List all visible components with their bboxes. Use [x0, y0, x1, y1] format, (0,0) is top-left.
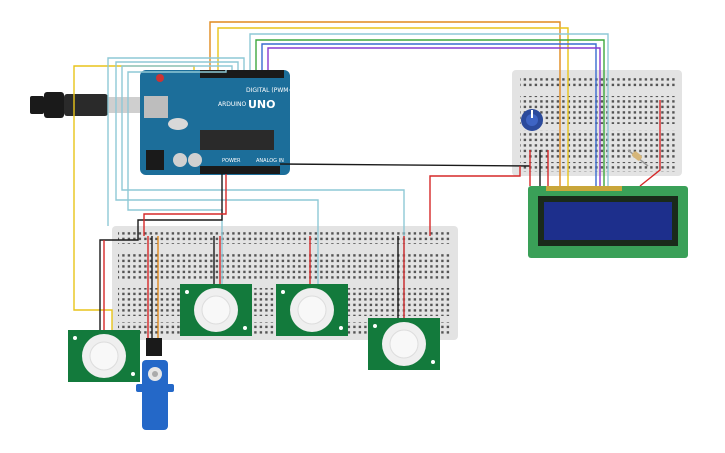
atmega-chip	[200, 130, 274, 150]
pir-sensor-4[interactable]	[368, 318, 440, 370]
uno-logo-text: UNO	[248, 98, 276, 111]
resistor[interactable]	[627, 149, 649, 167]
wires	[73, 21, 661, 338]
lcd-screen	[544, 202, 672, 240]
power-header	[200, 166, 280, 174]
pir-sensor-1[interactable]	[68, 330, 140, 382]
breadboard-small[interactable]	[512, 70, 682, 176]
power-label: POWER	[222, 158, 241, 164]
servo-motor[interactable]	[136, 338, 174, 430]
potentiometer[interactable]	[521, 109, 543, 131]
digital-header	[200, 70, 284, 78]
usb-cable	[30, 92, 144, 118]
pir-sensor-2[interactable]	[180, 284, 252, 336]
arduino-board[interactable]: DIGITAL (PWM~) UNO ARDUINO POWER ANALOG …	[140, 70, 296, 175]
lcd-pin-header	[546, 186, 622, 191]
lcd-display	[528, 186, 688, 258]
analog-label: ANALOG IN	[256, 158, 284, 164]
digital-label: DIGITAL (PWM~)	[246, 87, 296, 94]
reset-button-icon	[156, 74, 164, 82]
arduino-model-text: ARDUINO	[218, 101, 247, 108]
pir-sensor-3[interactable]	[276, 284, 348, 336]
